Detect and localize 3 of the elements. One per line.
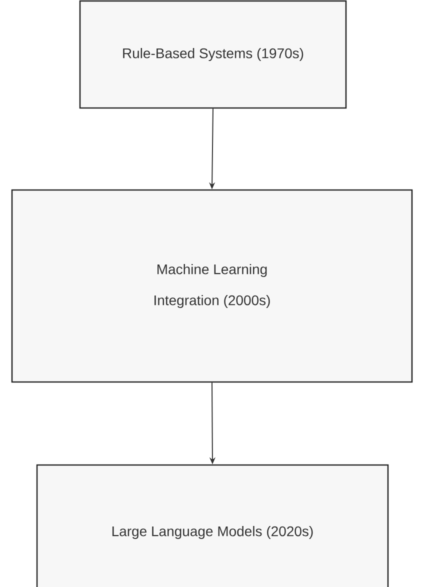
process-box: Machine Learning Integration (2000s) [11,189,413,383]
process-box: Rule-Based Systems (1970s) [79,0,347,109]
process-box: Large Language Models (2020s) [36,464,389,587]
